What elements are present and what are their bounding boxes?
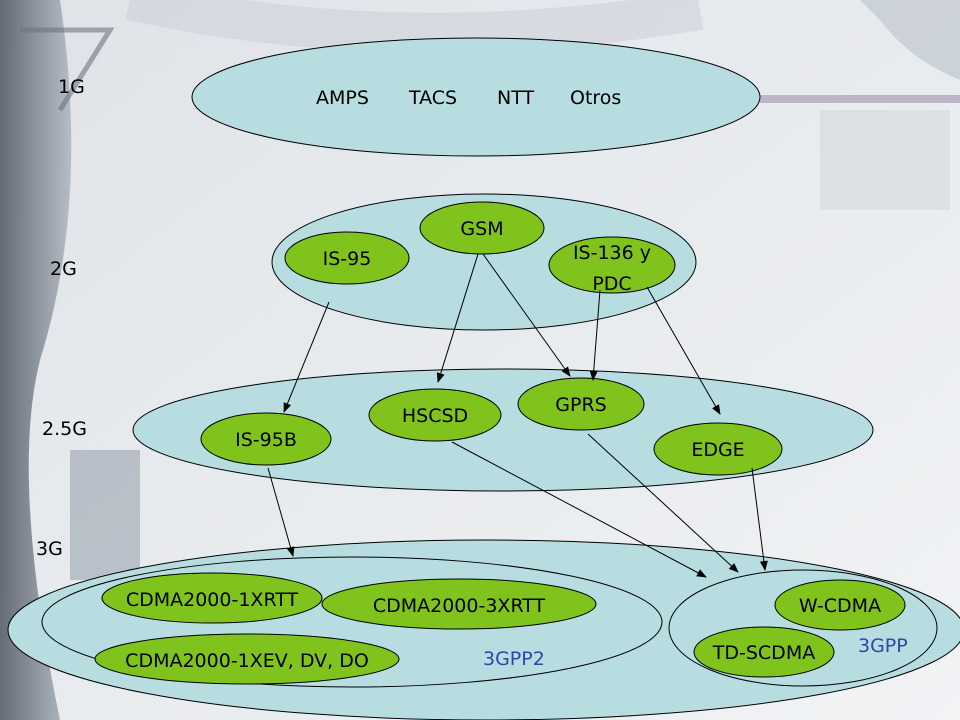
node-cdma-1xrtt-label: CDMA2000-1XRTT: [126, 589, 299, 611]
node-cdma-1xev-label: CDMA2000-1XEV, DV, DO: [125, 650, 369, 672]
node-cdma-3xrtt-label: CDMA2000-3XRTT: [373, 595, 546, 617]
node-wcdma-label: W-CDMA: [799, 595, 881, 617]
label-1g: 1G: [58, 76, 85, 98]
node-wcdma: [774, 579, 906, 631]
node-tdscdma: [693, 626, 835, 678]
node-gsm-label: GSM: [460, 218, 503, 240]
arrow-gsm-to-hscsd: [436, 253, 479, 383]
node-edge: [653, 422, 783, 476]
node-is136-label-2: PDC: [592, 273, 631, 295]
arrow-edge-to-3gpp: [751, 467, 768, 571]
label-2-5g: 2.5G: [42, 418, 87, 440]
label-3g: 3G: [36, 538, 63, 560]
node-hscsd-label: HSCSD: [402, 405, 468, 427]
node-is95: [284, 231, 410, 285]
node-is95b: [200, 412, 332, 466]
node-gsm: [419, 201, 545, 255]
node-gprs-label: GPRS: [555, 394, 606, 416]
arrow-is136-to-edge: [646, 286, 721, 415]
node-tdscdma-label: TD-SCDMA: [712, 642, 815, 664]
node-is95b-label: IS-95B: [235, 429, 297, 451]
std-ntt: NTT: [497, 87, 534, 109]
arrow-is95-to-is95b: [283, 301, 330, 413]
arrow-gprs-to-3gpp: [587, 433, 739, 573]
arrow-is95b-to-cdma: [267, 467, 295, 557]
arrow-is136-to-gprs: [589, 289, 601, 381]
arrow-gsm-to-gprs: [482, 253, 571, 377]
node-hscsd: [368, 388, 502, 442]
node-is136: [548, 236, 676, 294]
layer-1g-ellipse: [191, 37, 761, 157]
node-is95-label: IS-95: [323, 248, 372, 270]
node-edge-label: EDGE: [691, 439, 744, 461]
node-is136-label-1: IS-136 y: [573, 242, 651, 264]
node-gprs: [517, 377, 645, 431]
node-cdma-1xrtt: [101, 572, 323, 624]
std-amps: AMPS: [316, 87, 369, 109]
node-cdma-3xrtt: [321, 578, 597, 630]
label-2g: 2G: [50, 258, 77, 280]
layer-2g-ellipse: [271, 193, 697, 331]
std-tacs: TACS: [408, 87, 457, 109]
node-cdma-1xev: [94, 633, 400, 685]
arrow-hscsd-to-3gpp: [451, 441, 707, 578]
group-3gpp2-label: 3GPP2: [483, 648, 545, 670]
group-3gpp-label: 3GPP: [858, 635, 908, 657]
std-otros: Otros: [570, 87, 621, 109]
